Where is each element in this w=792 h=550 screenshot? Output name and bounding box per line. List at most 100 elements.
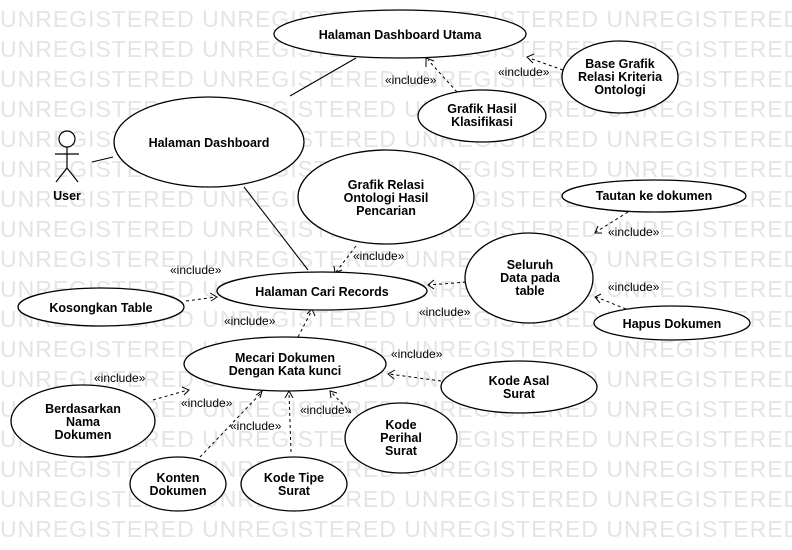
use-case-label-line: Surat bbox=[503, 387, 536, 401]
use-case-label-line: Klasifikasi bbox=[451, 115, 513, 129]
watermark-line: UNREGISTERED UNREGISTERED UNREGISTERED U… bbox=[0, 546, 792, 550]
include-line-seluruh-data bbox=[428, 281, 467, 286]
include-label-grafik-hasil: «include» bbox=[385, 73, 437, 87]
include-arrow-hapus bbox=[594, 293, 602, 304]
include-arrow-kosongkan bbox=[209, 292, 218, 302]
include-arrow-seluruh-data bbox=[427, 279, 435, 290]
use-case-label-line: Dokumen bbox=[55, 428, 112, 442]
use-case-label-line: Mecari Dokumen bbox=[235, 351, 335, 365]
association-user-dashboard bbox=[91, 156, 114, 163]
use-case-label-line: Surat bbox=[385, 444, 418, 458]
use-case-grafik-hasil bbox=[417, 89, 547, 143]
include-label-hapus: «include» bbox=[608, 280, 660, 294]
use-case-label-line: Halaman Cari Records bbox=[255, 285, 388, 299]
use-case-tautan bbox=[561, 179, 747, 213]
watermark-line: UNREGISTERED UNREGISTERED UNREGISTERED U… bbox=[0, 366, 792, 392]
include-line-kode-perihal bbox=[330, 391, 352, 414]
include-line-grafik-hasil bbox=[427, 59, 458, 93]
include-line-mencari bbox=[297, 309, 313, 338]
use-case-kode-asal bbox=[440, 360, 598, 414]
label-kosongkan: Kosongkan Table bbox=[49, 301, 152, 315]
use-case-base-grafik bbox=[561, 40, 679, 114]
include-line-hapus bbox=[595, 296, 627, 310]
use-case-cari-records bbox=[216, 271, 428, 311]
use-case-label-line: Halaman Dashboard Utama bbox=[319, 28, 483, 42]
include-line-kosongkan bbox=[185, 296, 217, 302]
use-case-label-line: Relasi Kriteria bbox=[578, 70, 663, 84]
use-case-label-line: Konten bbox=[156, 471, 199, 485]
association-dashboard-cari-records bbox=[243, 186, 309, 271]
use-case-label-line: Seluruh bbox=[507, 258, 554, 272]
include-arrow-tautan bbox=[594, 225, 602, 234]
use-case-label-line: Grafik Hasil bbox=[447, 102, 516, 116]
association-dashboard-utama bbox=[289, 57, 357, 97]
use-case-label-line: Nama bbox=[66, 415, 101, 429]
include-arrow-kode-asal bbox=[387, 369, 396, 380]
include-label-base-grafik: «include» bbox=[498, 65, 550, 79]
include-label-kode-perihal: «include» bbox=[300, 403, 352, 417]
use-case-seluruh-data bbox=[464, 232, 594, 324]
include-arrow-nama-dokumen bbox=[181, 386, 190, 396]
use-case-label-line: Kode bbox=[385, 418, 416, 432]
include-label-kode-asal: «include» bbox=[391, 347, 443, 361]
use-case-label-line: Halaman Dashboard bbox=[149, 136, 270, 150]
use-case-label-line: Data pada bbox=[500, 271, 561, 285]
use-case-mencari bbox=[183, 336, 387, 392]
watermark-line: UNREGISTERED UNREGISTERED UNREGISTERED U… bbox=[0, 246, 792, 272]
include-arrow-base-grafik bbox=[526, 53, 535, 64]
include-label-seluruh-data: «include» bbox=[419, 305, 471, 319]
include-line-kode-asal bbox=[388, 373, 442, 382]
use-case-label-line: Perihal bbox=[380, 431, 422, 445]
actor-right-leg bbox=[66, 167, 79, 183]
actor-label: User bbox=[53, 189, 81, 203]
use-case-label-line: Kode Tipe bbox=[264, 471, 324, 485]
user-actor bbox=[55, 130, 79, 183]
include-line-konten bbox=[199, 391, 263, 458]
use-case-hapus bbox=[593, 305, 751, 341]
use-case-label-line: Hapus Dokumen bbox=[623, 317, 722, 331]
include-label-grafik-relasi: «include» bbox=[353, 249, 405, 263]
use-case-label-line: Berdasarkan bbox=[45, 402, 121, 416]
use-case-dashboard bbox=[113, 96, 305, 188]
use-case-label-line: Base Grafik bbox=[585, 57, 655, 71]
use-case-label-line: Dengan Kata kunci bbox=[229, 364, 342, 378]
include-line-nama-dokumen bbox=[152, 389, 189, 401]
include-label-tautan: «include» bbox=[608, 225, 660, 239]
use-case-label-line: Ontologi Hasil bbox=[344, 191, 429, 205]
use-case-label-line: Dokumen bbox=[150, 484, 207, 498]
use-case-label-line: Grafik Relasi bbox=[348, 178, 424, 192]
use-case-grafik-relasi bbox=[297, 149, 475, 245]
use-case-label-line: Kode Asal bbox=[489, 374, 550, 388]
include-label-nama-dokumen-top: «include» bbox=[94, 371, 146, 385]
label-tautan: Tautan ke dokumen bbox=[596, 189, 712, 203]
use-case-label-line: Tautan ke dokumen bbox=[596, 189, 712, 203]
label-hapus: Hapus Dokumen bbox=[623, 317, 722, 331]
include-label-kosongkan: «include» bbox=[170, 263, 222, 277]
include-label-konten: «include» bbox=[230, 419, 282, 433]
use-case-kosongkan bbox=[17, 287, 185, 327]
use-case-label-line: Pencarian bbox=[356, 204, 416, 218]
label-dashboard-utama: Halaman Dashboard Utama bbox=[319, 28, 483, 42]
use-case-nama-dokumen bbox=[10, 384, 156, 458]
use-case-label-line: Ontologi bbox=[594, 83, 645, 97]
label-cari-records: Halaman Cari Records bbox=[255, 285, 388, 299]
include-arrow-grafik-hasil bbox=[425, 57, 435, 67]
include-label-mencari: «include» bbox=[224, 314, 276, 328]
watermark-line: UNREGISTERED UNREGISTERED UNREGISTERED U… bbox=[0, 516, 792, 542]
label-dashboard: Halaman Dashboard bbox=[149, 136, 270, 150]
actor-left-leg bbox=[55, 167, 68, 183]
use-case-label-line: Kosongkan Table bbox=[49, 301, 152, 315]
include-line-tautan bbox=[595, 211, 629, 233]
include-arrow-kode-perihal bbox=[329, 390, 338, 399]
include-line-kode-tipe bbox=[288, 391, 292, 453]
